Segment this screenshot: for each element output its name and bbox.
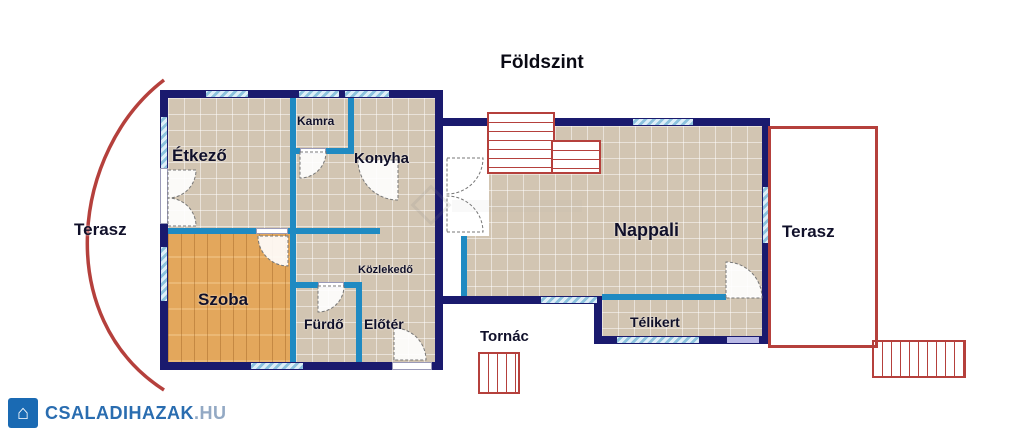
staircase-landing <box>551 140 601 174</box>
interior-wall-kamra-right <box>348 98 354 148</box>
house-icon: ⌂ <box>8 398 38 428</box>
window <box>160 116 168 170</box>
window <box>250 362 304 370</box>
entry-white-strip <box>443 236 461 296</box>
door-opening-furdo <box>318 282 344 288</box>
interior-wall-szoba-top <box>168 228 296 234</box>
terrace-right-outline <box>768 126 878 348</box>
outer-wall-middle <box>435 90 443 370</box>
outer-wall-nappali-bottom <box>443 296 602 304</box>
window <box>298 90 340 98</box>
logo-text: CSALADIHAZAK.HU <box>45 403 227 424</box>
window <box>616 336 700 344</box>
door-opening-entrance <box>392 362 432 370</box>
window-lavender <box>726 336 760 344</box>
interior-wall-szoba-right <box>290 228 296 362</box>
room-label-szoba: Szoba <box>198 290 249 309</box>
room-label-telikert: Télikert <box>630 314 680 330</box>
room-label-eloter: Előtér <box>364 316 404 332</box>
floor-szoba-wood <box>168 234 290 362</box>
site-logo: ⌂ CSALADIHAZAK.HU <box>8 398 227 428</box>
door-opening-kamra <box>300 148 326 154</box>
room-label-konyha: Konyha <box>354 150 410 167</box>
entry-white-area <box>443 126 489 236</box>
porch-steps <box>478 352 520 394</box>
door-opening-terrace <box>160 168 168 224</box>
room-label-terasz-right: Terasz <box>782 222 835 241</box>
room-label-kamra: Kamra <box>297 114 335 128</box>
window <box>540 296 598 304</box>
room-label-kozlekedo: Közlekedő <box>358 264 414 276</box>
room-label-tornac: Tornác <box>480 328 529 345</box>
window <box>632 118 694 126</box>
interior-wall-konyha-bottom <box>296 228 380 234</box>
interior-wall-furdo-right <box>356 282 362 362</box>
logo-name: CSALADIHAZAK <box>45 402 194 423</box>
room-label-terasz-left: Terasz <box>74 220 127 239</box>
page-title: Földszint <box>500 52 584 73</box>
interior-wall-telikert-top <box>602 294 726 300</box>
outer-wall-telikert-left <box>594 296 602 344</box>
room-label-etkezo: Étkező <box>172 146 227 165</box>
window <box>344 90 390 98</box>
logo-tld: .HU <box>194 402 227 423</box>
staircase-main <box>487 112 555 174</box>
floor-telikert <box>602 296 762 336</box>
window <box>762 186 770 244</box>
door-opening-szoba <box>256 228 288 234</box>
room-label-nappali: Nappali <box>614 220 680 240</box>
window <box>160 246 168 302</box>
window <box>205 90 249 98</box>
room-label-furdo: Fürdő <box>304 316 344 332</box>
interior-wall-etkezo-right <box>290 98 296 228</box>
interior-wall-entry <box>461 236 467 296</box>
outer-wall-right-top <box>443 118 770 126</box>
terrace-steps-right <box>872 340 966 378</box>
